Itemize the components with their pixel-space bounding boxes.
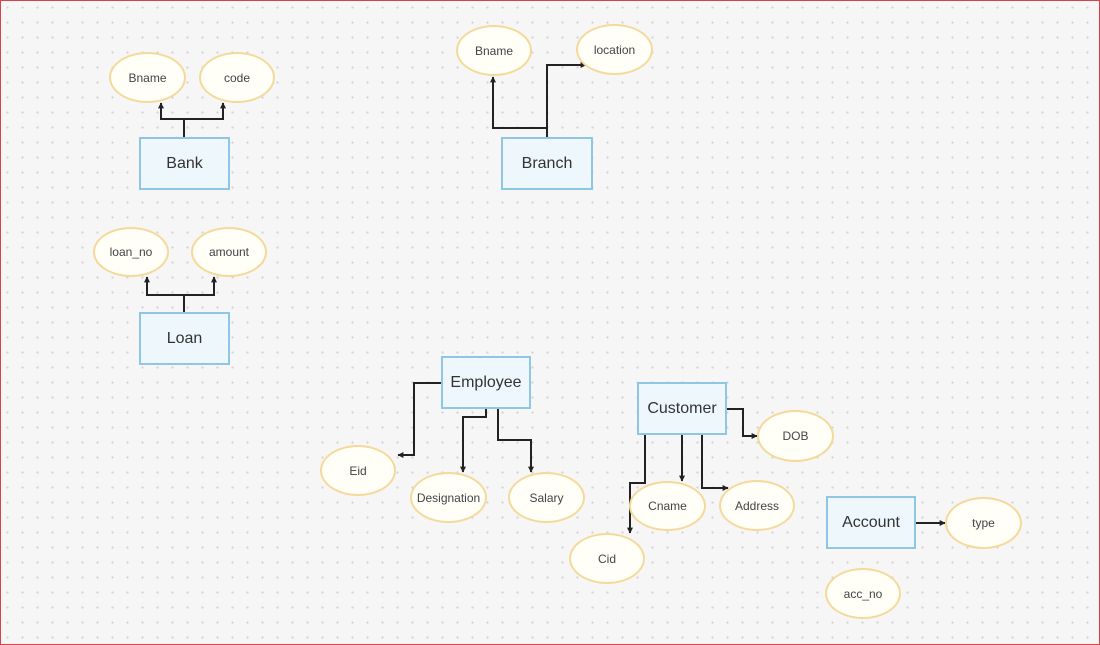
entity-loan[interactable]: Loan xyxy=(139,312,230,365)
attribute-branch-bname[interactable]: Bname xyxy=(456,25,532,76)
attribute-bank-bname[interactable]: Bname xyxy=(109,52,186,103)
attribute-branch-location[interactable]: location xyxy=(576,24,653,75)
edge-branch-bname[interactable] xyxy=(490,76,548,137)
entity-bank[interactable]: Bank xyxy=(139,137,230,190)
attribute-employee-eid[interactable]: Eid xyxy=(320,445,396,496)
edge-loan-no[interactable] xyxy=(144,276,185,312)
edge-branch-location[interactable] xyxy=(546,62,587,137)
entity-branch[interactable]: Branch xyxy=(501,137,593,190)
attribute-customer-cid[interactable]: Cid xyxy=(569,533,645,584)
edge-bank-bname[interactable] xyxy=(158,102,185,137)
attribute-employee-salary[interactable]: Salary xyxy=(508,472,585,523)
entity-account[interactable]: Account xyxy=(826,496,916,549)
attribute-customer-dob[interactable]: DOB xyxy=(757,410,834,462)
edge-bank-code[interactable] xyxy=(183,102,226,137)
edge-employee-salary[interactable] xyxy=(497,409,534,473)
attribute-customer-address[interactable]: Address xyxy=(719,480,795,531)
attribute-bank-code[interactable]: code xyxy=(199,52,275,103)
entity-customer[interactable]: Customer xyxy=(637,382,727,435)
edge-employee-designation[interactable] xyxy=(460,409,487,473)
edge-customer-dob[interactable] xyxy=(727,408,758,439)
attribute-employee-designation[interactable]: Designation xyxy=(410,472,487,523)
entity-employee[interactable]: Employee xyxy=(441,356,531,409)
attribute-account-type[interactable]: type xyxy=(945,497,1022,549)
attribute-loan-amount[interactable]: amount xyxy=(191,227,267,277)
attribute-loan-no[interactable]: loan_no xyxy=(93,227,169,277)
attribute-customer-cname[interactable]: Cname xyxy=(629,481,706,531)
attribute-account-no[interactable]: acc_no xyxy=(825,568,901,619)
edge-loan-amount[interactable] xyxy=(183,276,217,312)
edge-customer-address[interactable] xyxy=(701,435,729,491)
edge-employee-eid[interactable] xyxy=(397,382,441,458)
